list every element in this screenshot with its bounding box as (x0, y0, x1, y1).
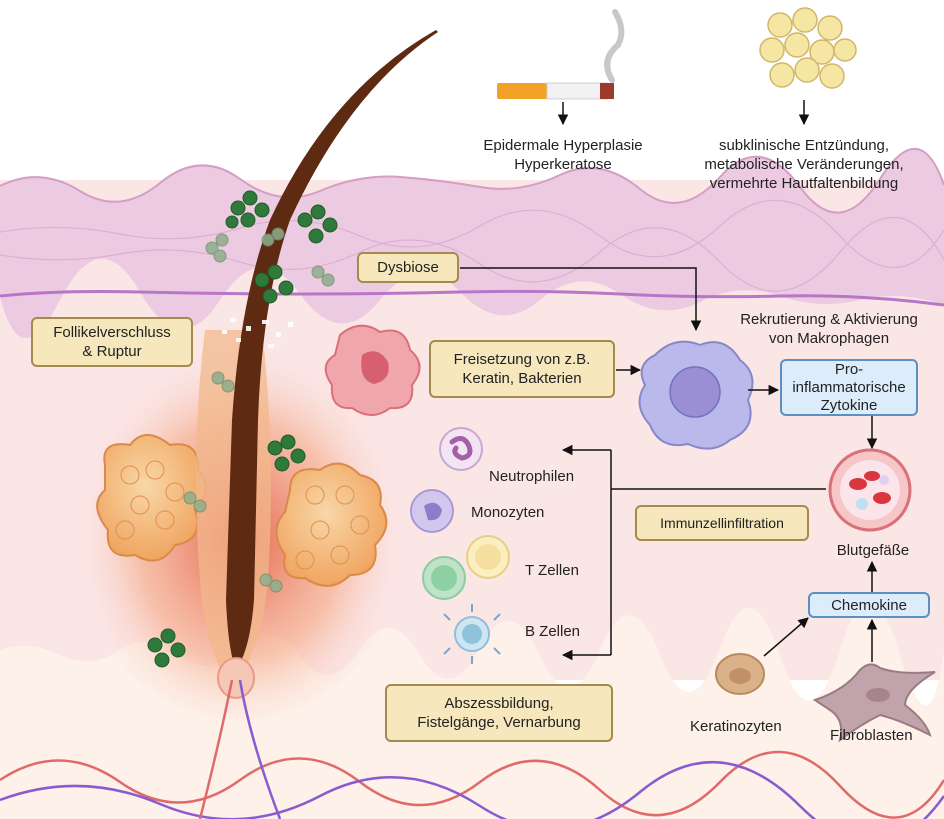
b-cells-label: B Zellen (525, 623, 581, 640)
abscess-text-1: Abszessbildung, (444, 695, 554, 712)
neutrophil-icon (439, 427, 483, 471)
connector-arrows (460, 100, 878, 662)
fat-cells-icon (759, 7, 857, 89)
bacteria-clusters (147, 190, 338, 668)
abscess-text-2: Fistelgänge, Vernarbung (417, 714, 581, 731)
cytokines-text-3: Zytokine (820, 396, 878, 414)
b-cell-icon (443, 604, 501, 664)
smoking-effects-label: Epidermale Hyperplasie Hyperkeratose (462, 136, 664, 174)
cytokines-text-2: inflammatorische (792, 378, 906, 396)
macrophage-label: Rekrutierung & Aktivierung von Makrophag… (724, 310, 934, 348)
blood-vessel-red (0, 750, 944, 819)
t-cell-icon (466, 535, 510, 579)
bacteria-faded (183, 227, 335, 593)
cytokines-text-1: Pro- (834, 360, 864, 378)
macrophage-label-2: von Makrophagen (768, 330, 890, 347)
smoking-effect-1: Epidermale Hyperplasie (483, 137, 643, 154)
release-box: Freisetzung von z.B. Keratin, Bakterien (429, 340, 615, 398)
follicle-text-2: & Ruptur (82, 343, 142, 360)
neutrophils-label: Neutrophilen (489, 468, 575, 485)
sebaceous-gland-right (275, 462, 388, 587)
chemokines-text: Chemokine (831, 596, 907, 614)
monocytes-label: Monozyten (471, 504, 545, 521)
infiltration-text: Immunzellinfiltration (660, 514, 784, 531)
fibroblast-icon (812, 663, 936, 743)
epidermis-layer (0, 147, 944, 339)
obesity-effects-label: subklinische Entzündung, metabolische Ve… (682, 136, 926, 193)
macrophage-label-1: Rekrutierung & Aktivierung (740, 311, 918, 328)
dermal-papilla (217, 657, 255, 699)
obesity-effect-3: vermehrte Hautfaltenbildung (709, 175, 899, 192)
immune-infiltration-box: Immunzellinfiltration (635, 505, 809, 541)
monocyte-icon (410, 489, 454, 533)
release-text-1: Freisetzung von z.B. (453, 351, 591, 368)
obesity-effect-2: metabolische Veränderungen, (704, 156, 904, 173)
abscess-box: Abszessbildung, Fistelgänge, Vernarbung (385, 684, 613, 742)
blood-vessel-icon (828, 448, 912, 532)
release-text-2: Keratin, Bakterien (462, 370, 582, 387)
cytokines-box: Pro- inflammatorische Zytokine (780, 359, 918, 416)
smoking-effect-2: Hyperkeratose (514, 156, 612, 173)
keratinocytes-label: Keratinozyten (690, 718, 782, 735)
obesity-effect-1: subklinische Entzündung, (718, 137, 890, 154)
dysbiosis-box: Dysbiose (357, 252, 459, 283)
chemokines-box: Chemokine (808, 592, 930, 618)
blood-vessels-label: Blutgefäße (836, 542, 910, 559)
nerve-purple (0, 760, 944, 819)
hair-shaft (226, 30, 438, 670)
dysbiosis-text: Dysbiose (377, 259, 439, 276)
t-cell-green-icon (422, 556, 466, 600)
fibroblasts-label: Fibroblasten (830, 727, 913, 744)
t-cells-label: T Zellen (525, 562, 579, 579)
keratin-fragments (222, 318, 293, 348)
follicle-rupture-box: Follikelverschluss & Ruptur (31, 317, 193, 367)
follicle-text-1: Follikelverschluss (53, 324, 171, 341)
cigarette-icon (497, 9, 625, 100)
